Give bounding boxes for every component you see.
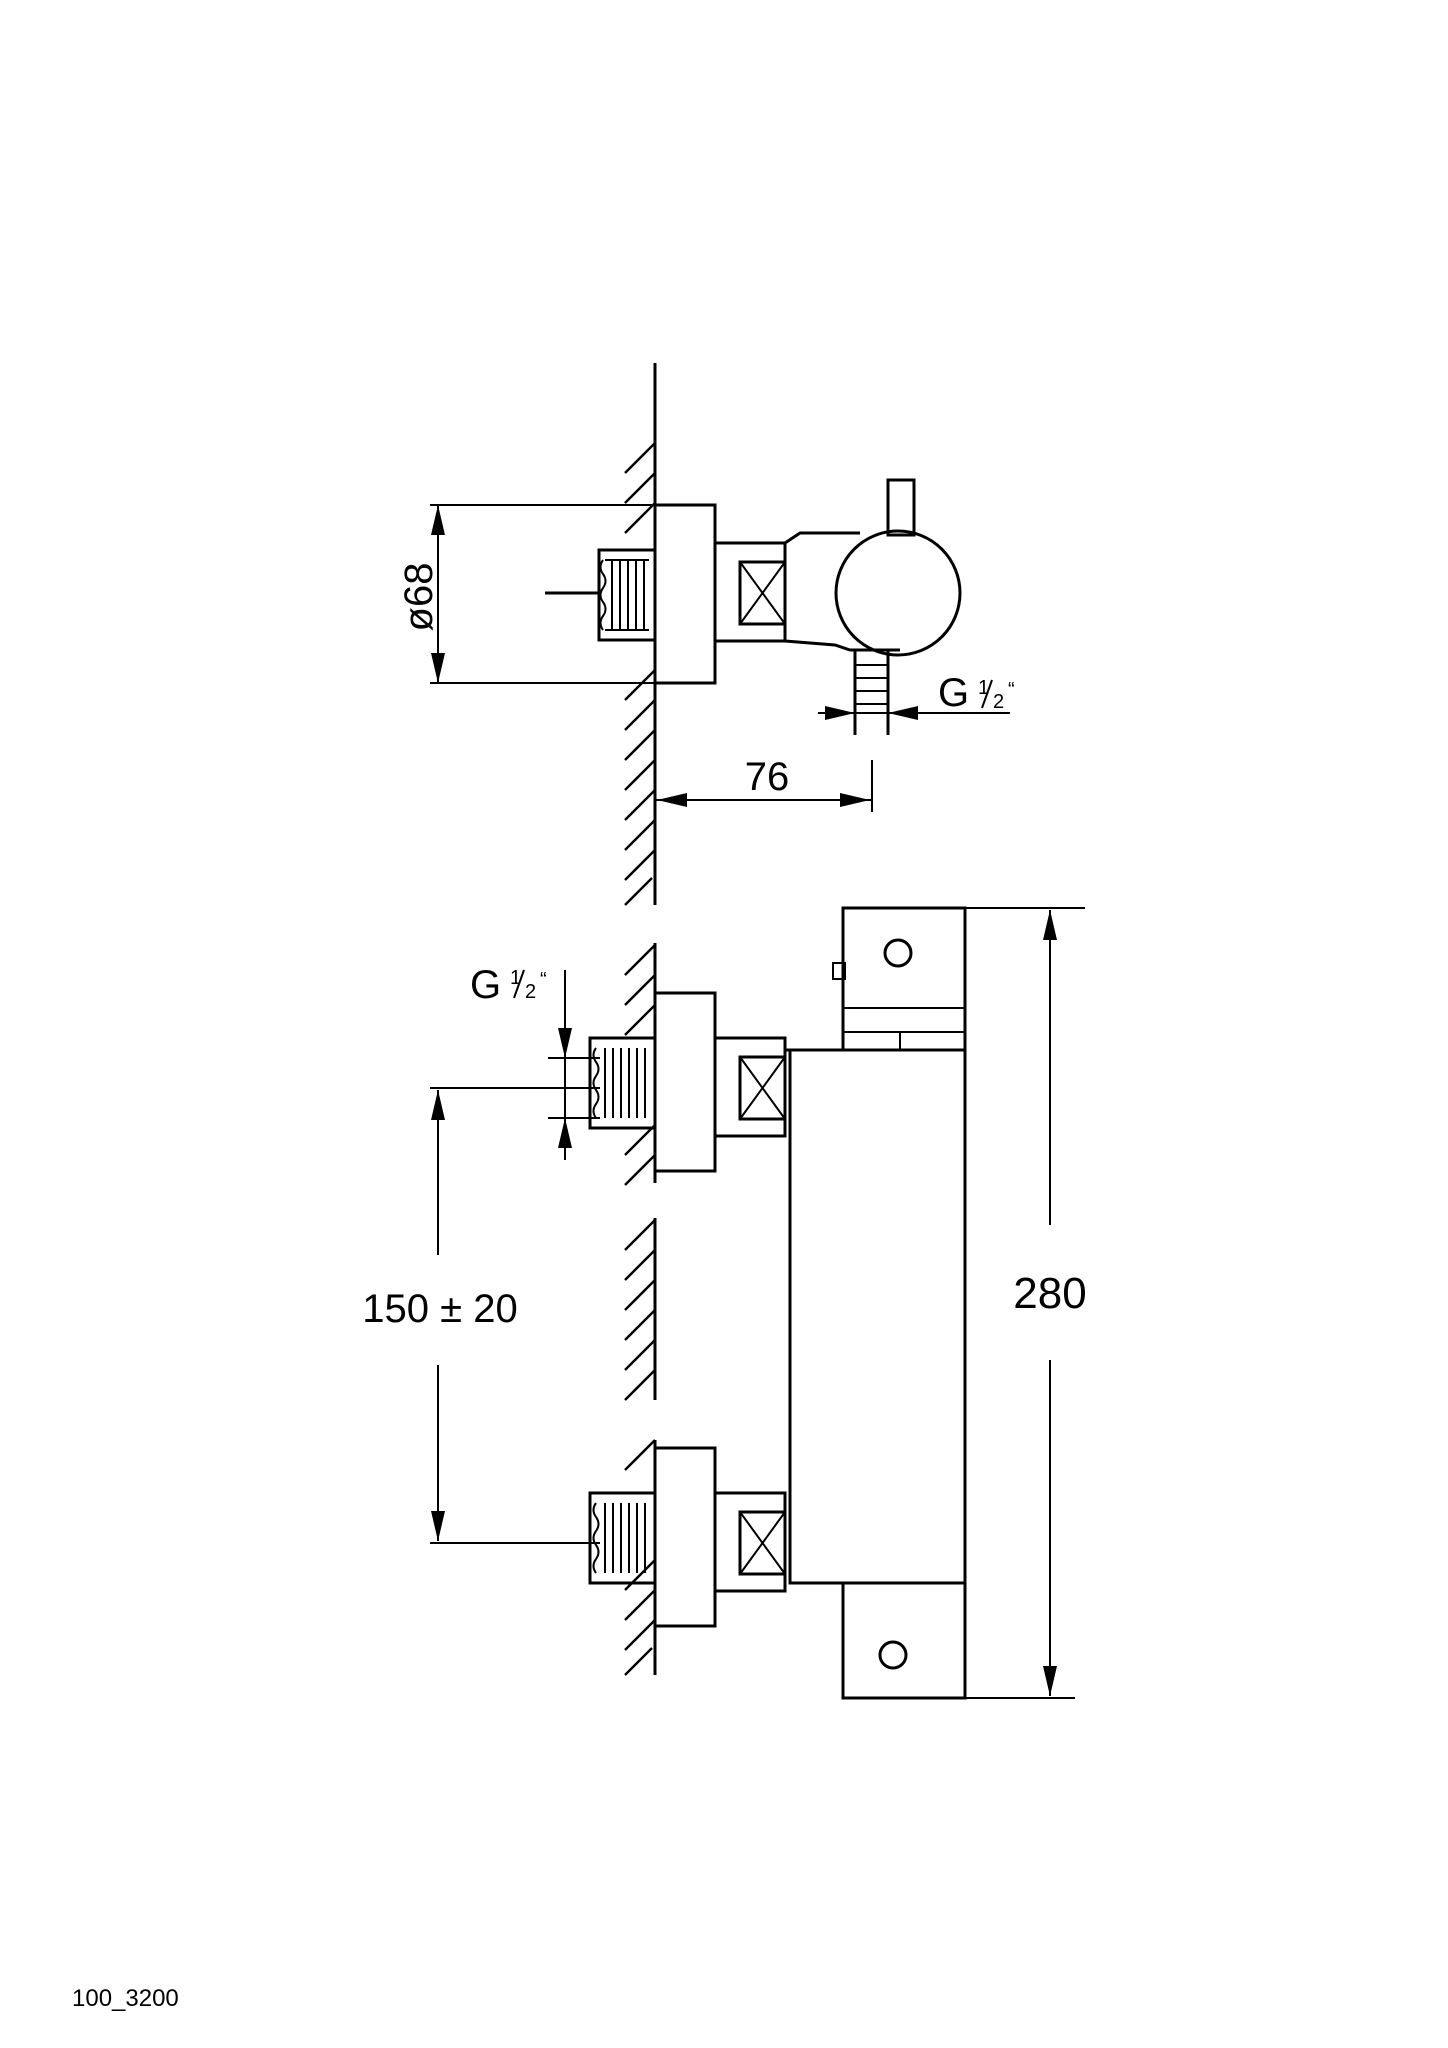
knob-circle: [834, 529, 962, 657]
thread-dimension-top: [818, 706, 1010, 720]
depth-dimension: [655, 760, 873, 812]
nut-square-lower: [738, 1510, 787, 1576]
thread-top-den: 2: [993, 691, 1004, 713]
thread-label-side: G 1 2 “: [470, 963, 547, 1007]
outlet-thread: [853, 650, 890, 735]
thread-top-mark: “: [1008, 679, 1015, 701]
rosette-upper: [653, 991, 717, 1173]
thread-side-num: 1: [510, 967, 521, 989]
nut-upper: [713, 1036, 787, 1138]
diameter-dimension: [430, 504, 715, 684]
rosette-top: [653, 503, 717, 685]
wall-fitting-lower: [588, 1491, 657, 1585]
top-handle: [841, 906, 967, 1052]
front-view: 280 G 1 2 “ 150 ± 20: [362, 906, 1087, 1700]
distance-dimension: [430, 1087, 600, 1544]
distance-label: 150 ± 20: [362, 1287, 517, 1331]
handle-hole-bottom: [878, 1640, 908, 1670]
thread-top-num: 1: [978, 677, 989, 699]
thread-dimension-side: [548, 970, 600, 1160]
drawing-code: 100_3200: [72, 1985, 179, 2012]
thermostat-body: [788, 1048, 967, 1585]
body-bottom-edge: [784, 639, 900, 652]
bottom-handle: [841, 1581, 967, 1700]
body-top-edge: [784, 531, 860, 545]
top-view: ø68 G 1 2 “ 76: [397, 363, 1015, 906]
nut-top: [713, 541, 787, 643]
wall-hatching-top: [624, 442, 656, 906]
thread-label-top: G 1 2 “: [938, 671, 1015, 715]
wall-fitting-top: [545, 548, 657, 642]
depth-label: 76: [745, 755, 790, 799]
thread-top-letter: G: [938, 671, 969, 715]
wall-hatching-front: [624, 944, 656, 1676]
rosette-lower: [653, 1446, 717, 1628]
nut-lower: [713, 1491, 787, 1593]
wall-fitting-upper: [588, 1036, 657, 1130]
height-label: 280: [1013, 1269, 1086, 1318]
thread-side-den: 2: [525, 981, 536, 1003]
lever: [886, 478, 916, 537]
thread-side-letter: G: [470, 963, 501, 1007]
nut-square-upper: [738, 1055, 787, 1121]
handle-stop: [832, 962, 846, 980]
thread-side-mark: “: [540, 969, 547, 991]
handle-hole-top: [883, 938, 913, 968]
height-dimension: [1043, 910, 1057, 1696]
diameter-label: ø68: [397, 563, 441, 632]
